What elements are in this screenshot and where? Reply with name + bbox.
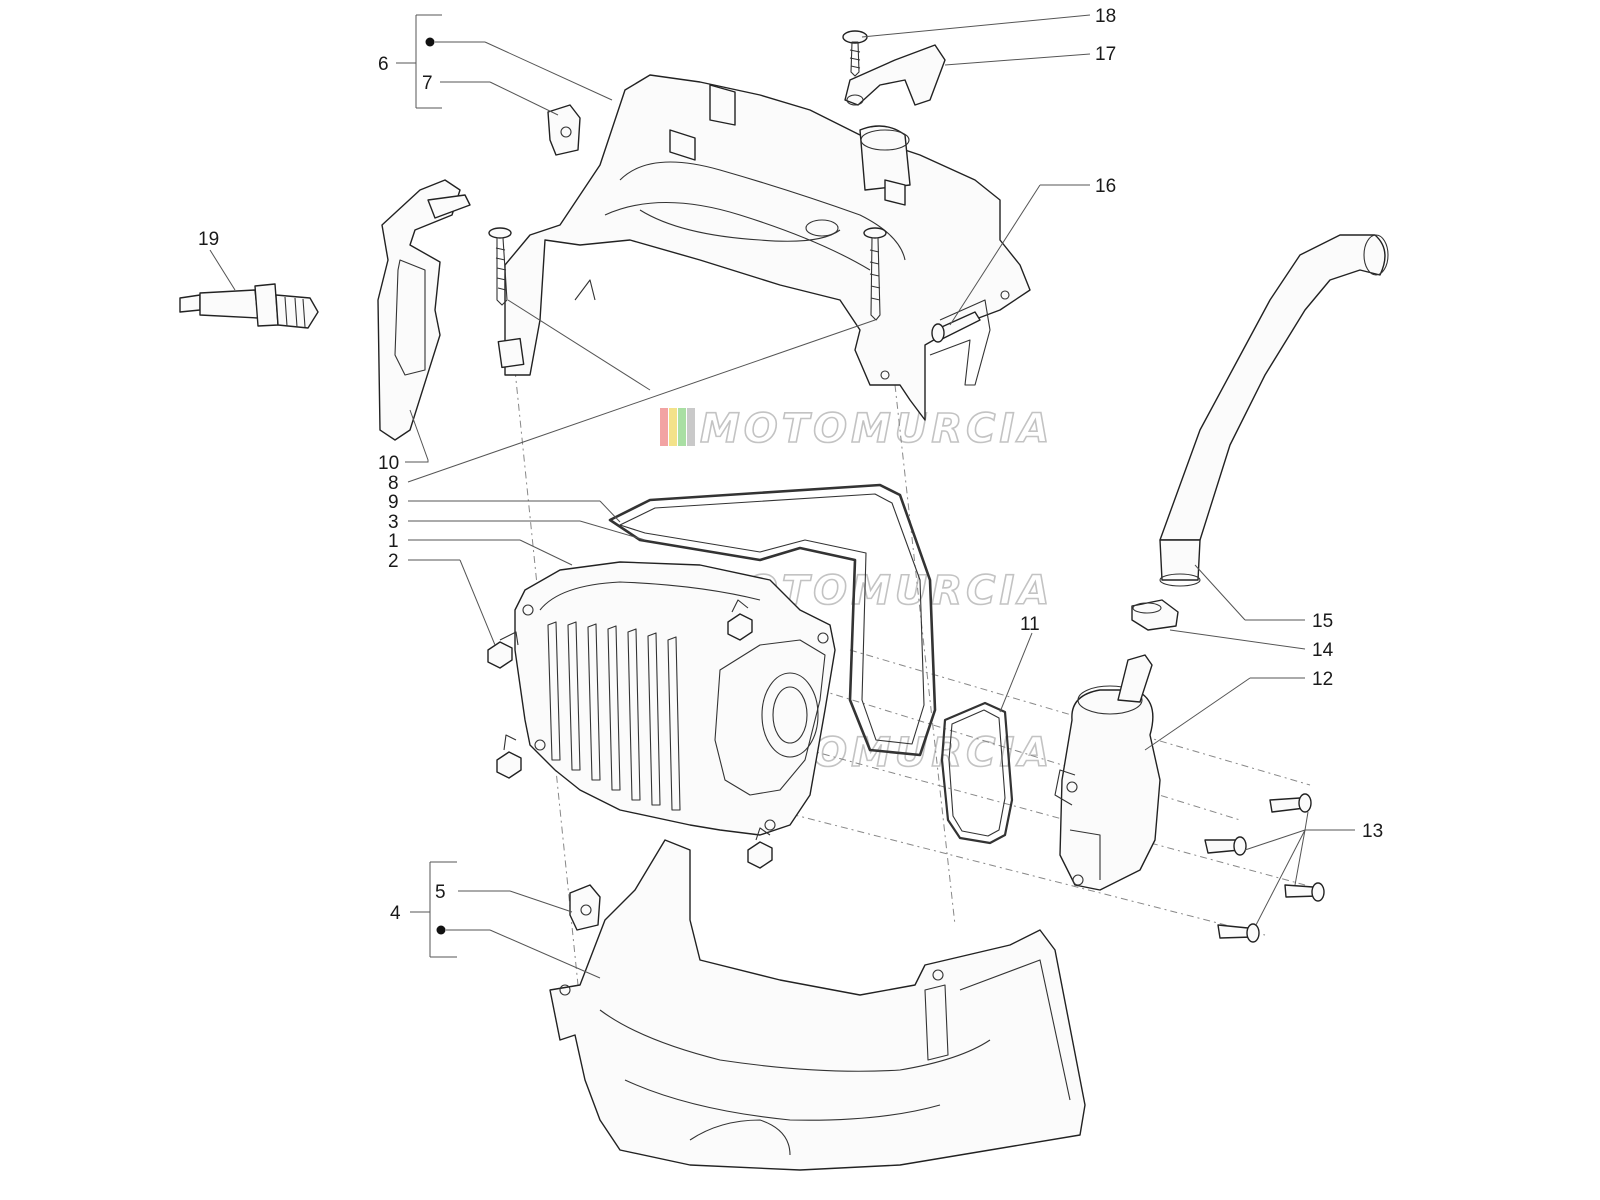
callout-13: 13 (1362, 821, 1383, 842)
callout-8: 8 (388, 473, 399, 494)
watermark-text: MOTOMURCIA (700, 406, 1053, 452)
separator-screws (1204, 793, 1325, 943)
cooling-fins (547, 621, 681, 811)
callout-15: 15 (1312, 611, 1333, 632)
lower-cooling-shroud (549, 839, 1086, 1171)
shroud-screws (488, 227, 887, 321)
breather-hose (1159, 234, 1389, 587)
callout-16: 16 (1095, 176, 1116, 197)
callout-12: 12 (1312, 669, 1333, 690)
callout-6: 6 (378, 54, 389, 75)
upper-cooling-shroud (497, 74, 1031, 421)
speed-nut-clip-upper (547, 104, 581, 156)
hose-clamp-bracket (844, 44, 946, 106)
callout-2: 2 (388, 551, 399, 572)
callout-18: 18 (1095, 6, 1116, 27)
callout-labels: 6 7 18 17 16 19 10 8 9 3 1 2 11 15 14 12… (198, 6, 1383, 924)
bracket-screw (842, 30, 868, 77)
leader-lines (209, 14, 1355, 979)
callout-7: 7 (422, 73, 433, 94)
spark-plug (179, 283, 319, 329)
oil-separator-o-ring (940, 701, 1014, 845)
oil-breather-separator (1054, 654, 1161, 891)
callout-19: 19 (198, 229, 219, 250)
callout-1: 1 (388, 531, 399, 552)
callout-10: 10 (378, 453, 399, 474)
watermark-top: MOTOMURCIA (660, 405, 1053, 453)
hose-clip (1131, 599, 1179, 631)
head-cover-bolts (487, 599, 773, 869)
shroud-side-screw (931, 311, 981, 343)
callout-3: 3 (388, 512, 399, 533)
spark-plug-shield (377, 179, 471, 441)
callout-5: 5 (435, 882, 446, 903)
head-cover-gasket (608, 483, 937, 757)
callout-4: 4 (390, 903, 401, 924)
speed-nut-clip-lower (569, 884, 601, 931)
callout-11: 11 (1020, 614, 1040, 635)
callout-14: 14 (1312, 640, 1334, 661)
callout-9: 9 (388, 492, 399, 513)
cylinder-head-cover (514, 561, 836, 836)
callout-17: 17 (1095, 44, 1116, 65)
